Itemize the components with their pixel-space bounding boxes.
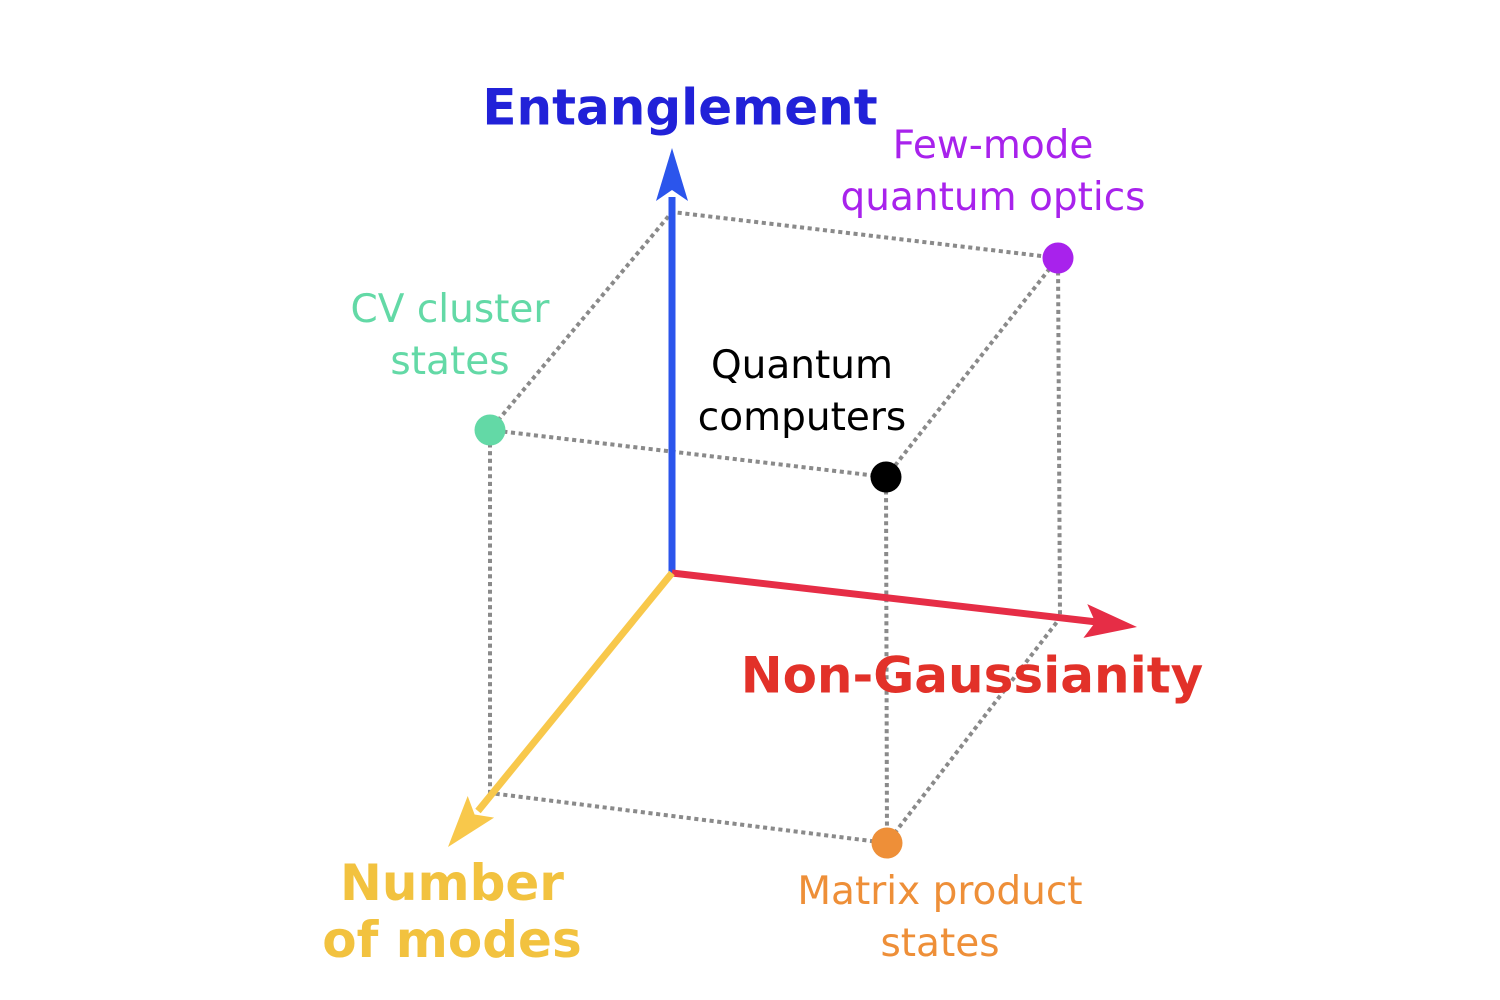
number-of-modes-axis-label: Number of modes (322, 855, 581, 969)
matrix-product-label-line1: Matrix product (797, 869, 1083, 914)
number-of-modes-label-line2: of modes (322, 911, 582, 969)
few-mode-label-line1: Few-mode (892, 123, 1094, 168)
cv-cluster-states-label-line2: states (390, 339, 510, 384)
cube-edge-top-left (487, 209, 675, 433)
cv-cluster-states-label: CV cluster states (351, 284, 550, 388)
cube-edge-right-front-vertical (883, 474, 890, 846)
cube-edge-top-back (669, 209, 1061, 261)
few-mode-quantum-optics-dot (1042, 242, 1074, 274)
cube-edge-top-right (883, 255, 1061, 480)
cv-cluster-states-dot (474, 414, 506, 446)
quantum-computers-label: Quantum computers (698, 340, 906, 444)
quantum-computers-label-line2: computers (697, 395, 907, 440)
cube-edges (487, 209, 1063, 846)
quantum-computers-label-line1: Quantum (710, 343, 894, 388)
number-of-modes-axis (448, 570, 675, 847)
non-gaussianity-axis (671, 569, 1137, 638)
cube-edge-right-back-vertical (1055, 255, 1063, 621)
entanglement-axis (656, 148, 688, 573)
cube-edge-bottom-front (487, 790, 890, 846)
non-gaussianity-axis-label: Non-Gaussianity (740, 646, 1204, 705)
number-of-modes-axis-shaft (475, 570, 675, 814)
non-gaussianity-arrowhead-icon (1083, 604, 1137, 638)
entanglement-arrowhead-icon (656, 148, 688, 201)
few-mode-label-line2: quantum optics (840, 175, 1146, 220)
cube-edge-bottom-right (884, 615, 1063, 846)
quantum-computers-dot (870, 461, 902, 493)
non-gaussianity-axis-shaft (671, 569, 1098, 626)
few-mode-quantum-optics-label: Few-mode quantum optics (841, 120, 1146, 224)
cube-edge-top-front (487, 427, 889, 480)
entanglement-axis-label: Entanglement (482, 78, 878, 137)
number-of-modes-label-line1: Number (340, 854, 564, 912)
matrix-product-states-label: Matrix product states (797, 866, 1082, 970)
cv-cluster-states-label-line1: CV cluster (350, 287, 550, 332)
matrix-product-states-dot (871, 827, 903, 859)
matrix-product-label-line2: states (880, 921, 1000, 966)
number-of-modes-arrowhead-icon (448, 796, 495, 847)
